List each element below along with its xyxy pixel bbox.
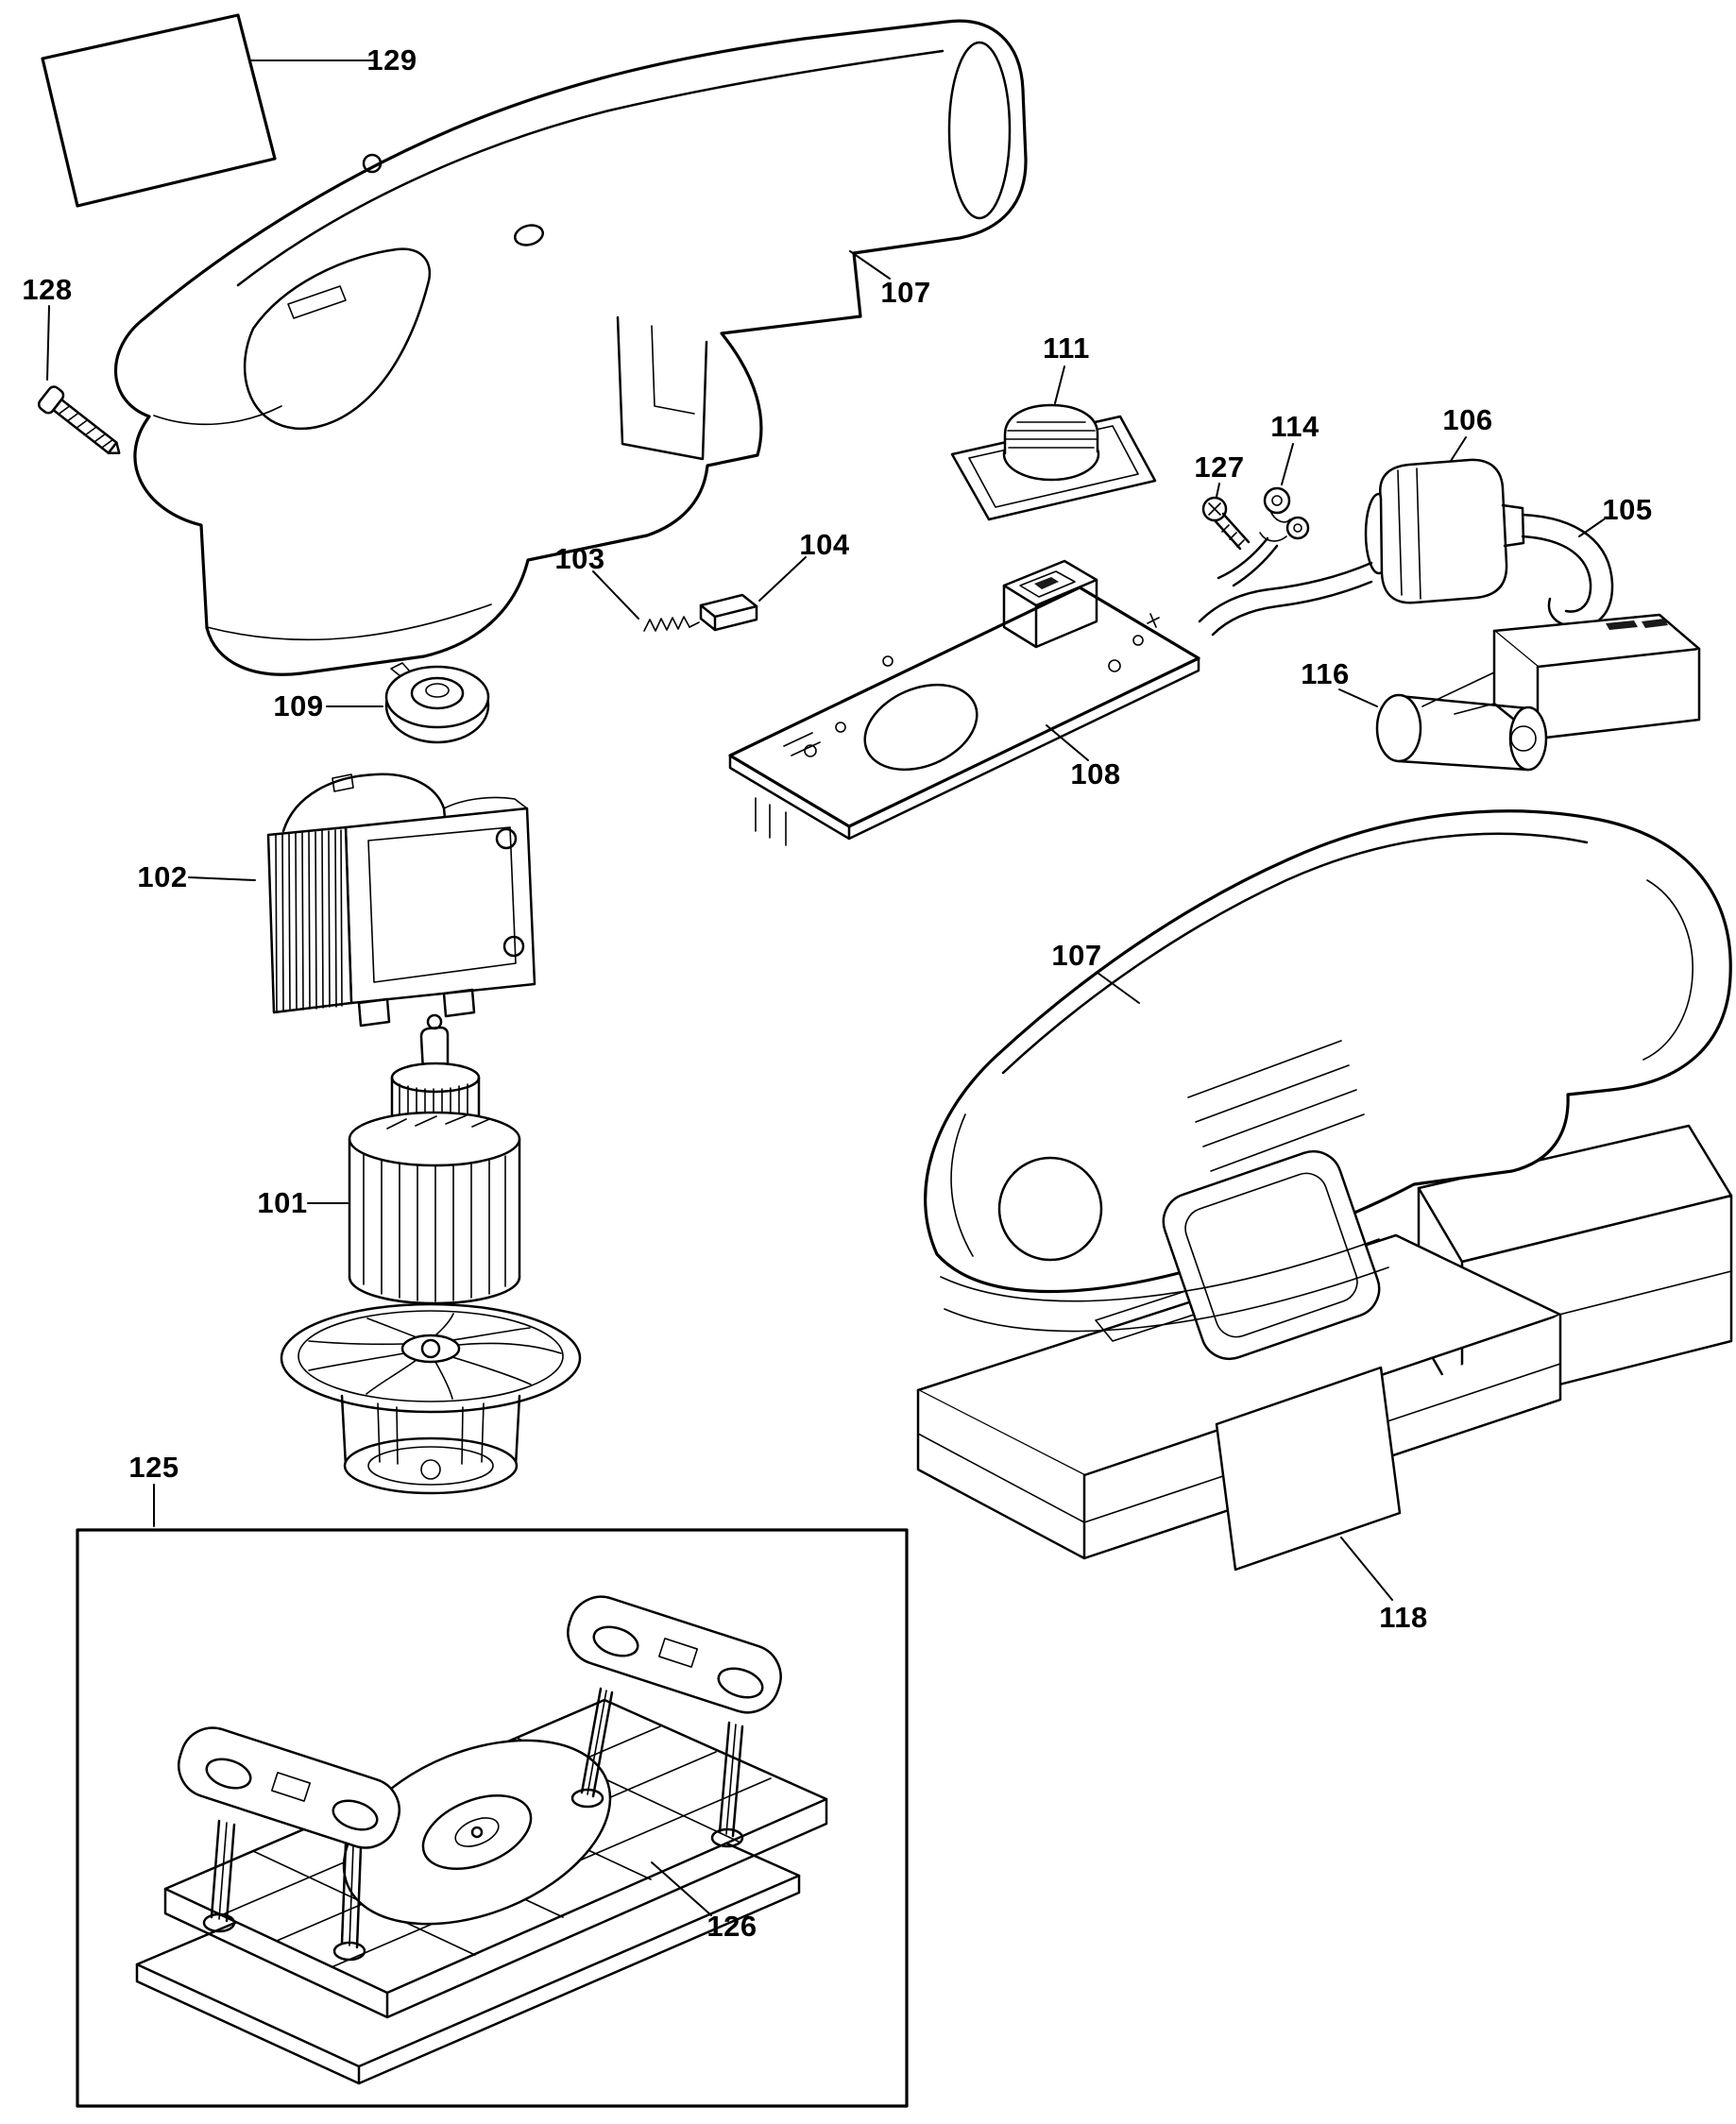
part-128-screw (37, 385, 121, 454)
inset-box-125 (76, 1528, 909, 2108)
part-102-field (266, 773, 536, 1028)
part-label-126: 126 (706, 1910, 757, 1943)
part-108-circuit-board (728, 559, 1200, 846)
part-103-brush-spring (643, 616, 700, 632)
part-129-label-plate (41, 13, 277, 208)
part-label-118: 118 (1379, 1601, 1428, 1634)
part-label-104: 104 (799, 528, 850, 561)
part-label-116: 116 (1301, 657, 1350, 690)
part-label-102: 102 (137, 860, 188, 893)
part-107-top-housing (113, 19, 1028, 676)
part-label-129: 129 (366, 43, 417, 76)
part-105-power-cord (1521, 513, 1614, 629)
part-label-107-top: 107 (880, 276, 931, 309)
part-125-platen-assembly (163, 1595, 828, 2019)
part-127-screw (1201, 496, 1251, 551)
part-118-label-plate (1215, 1366, 1402, 1572)
part-label-108: 108 (1070, 757, 1121, 790)
part-label-109: 109 (273, 689, 324, 722)
part-label-128: 128 (22, 273, 73, 306)
part-label-125: 125 (128, 1451, 179, 1484)
part-label-106: 106 (1442, 403, 1493, 436)
part-104-carbon-brush (699, 593, 758, 632)
part-101-armature (280, 1013, 582, 1495)
part-116-fitting (1375, 613, 1701, 772)
part-label-101: 101 (257, 1186, 308, 1219)
part-label-103: 103 (554, 542, 605, 575)
part-label-114: 114 (1270, 410, 1319, 443)
leader-lines (46, 59, 1605, 1916)
part-114-wire-clamp (1217, 486, 1310, 587)
part-107-assembled-sander (916, 809, 1733, 1572)
part-label-107-assembled: 107 (1051, 939, 1102, 972)
part-label-127: 127 (1194, 450, 1245, 484)
part-label-111: 111 (1043, 331, 1090, 365)
part-label-105: 105 (1602, 493, 1653, 526)
part-106-cord-protector (1198, 458, 1525, 637)
part-109-bearing-cap (384, 662, 490, 744)
part-111-switch-button (950, 403, 1157, 521)
